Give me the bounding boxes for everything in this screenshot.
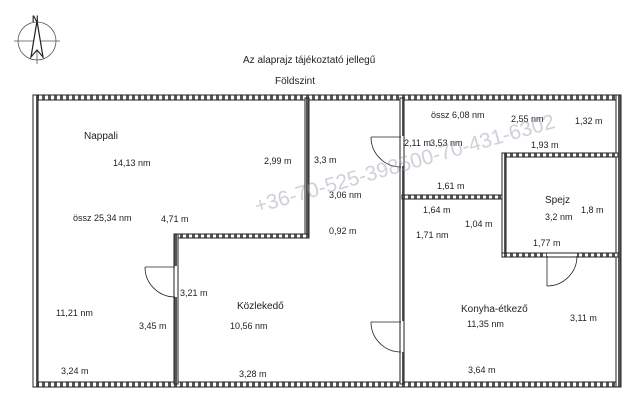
total-area-label: össz 25,34 nm xyxy=(73,213,132,223)
area-label: 3,06 nm xyxy=(329,190,362,200)
wall-kozlekedo-right xyxy=(399,97,405,385)
dimension-label: 3,11 m xyxy=(570,313,597,323)
room-name-kozlekedo: Közlekedő xyxy=(237,301,284,312)
room-name-nappali: Nappali xyxy=(84,131,118,142)
floor-label: Földszint xyxy=(275,76,316,87)
area-label: 11,35 nm xyxy=(467,319,504,329)
dimension-label: 0,92 m xyxy=(329,226,357,236)
wall-spejz-top xyxy=(501,152,619,158)
dimension-label: 3,3 m xyxy=(314,155,337,165)
door-furdo xyxy=(370,136,402,168)
dimension-label: 3,28 m xyxy=(239,369,267,379)
dimension-label: 3,21 m xyxy=(180,288,208,298)
wall-furdo-bottom xyxy=(401,194,505,200)
dimension-label: 2,99 m xyxy=(264,156,292,166)
dimension-label: 1,61 m xyxy=(437,181,465,191)
area-label: 14,13 nm xyxy=(113,158,151,168)
dimension-label: 1,64 m xyxy=(423,205,451,215)
area-label: 10,56 nm xyxy=(230,321,268,331)
dimension-label: 1,32 m xyxy=(575,116,603,126)
area-label: 1,71 nm xyxy=(416,230,449,240)
dimension-label: 1,8 m xyxy=(581,205,604,215)
door-kozlekedo xyxy=(370,321,402,353)
area-label: 3,2 nm xyxy=(545,212,573,222)
wall-nappali-kozlekedo xyxy=(173,233,179,385)
compass-north-label: N xyxy=(32,14,39,24)
outer-wall-top xyxy=(32,94,622,101)
wall-nappali-step xyxy=(173,233,310,239)
area-label: 2,55 nm xyxy=(511,114,544,124)
total-area-label: össz 6,08 nm xyxy=(431,110,485,120)
area-label: 3,53 nm xyxy=(430,138,463,148)
dimension-label: 1,04 m xyxy=(465,219,493,229)
dimension-label: 3,64 m xyxy=(468,365,496,375)
wall-nappali-right xyxy=(304,97,310,239)
dimension-label: 2,11 m xyxy=(404,138,431,148)
dimension-label: 3,24 m xyxy=(61,366,89,376)
area-label: 11,21 nm xyxy=(56,308,93,318)
walls xyxy=(32,94,622,388)
wall-spejz-left xyxy=(501,152,507,258)
outer-wall-left xyxy=(32,94,39,388)
door-nappali xyxy=(144,266,176,298)
plan-note: Az alaprajz tájékoztató jellegű xyxy=(243,55,376,66)
dimension-label: 1,93 m xyxy=(531,140,559,150)
dimension-label: 1,77 m xyxy=(533,238,561,248)
dimension-label: 4,71 m xyxy=(161,214,189,224)
compass-icon xyxy=(14,20,60,64)
room-name-spejz: Spejz xyxy=(545,195,571,206)
door-spejz xyxy=(546,255,578,287)
outer-wall-right xyxy=(615,94,622,388)
outer-wall-bottom xyxy=(32,381,622,388)
room-name-konyha: Konyha-étkező xyxy=(461,304,528,315)
dimension-label: 3,45 m xyxy=(139,321,167,331)
